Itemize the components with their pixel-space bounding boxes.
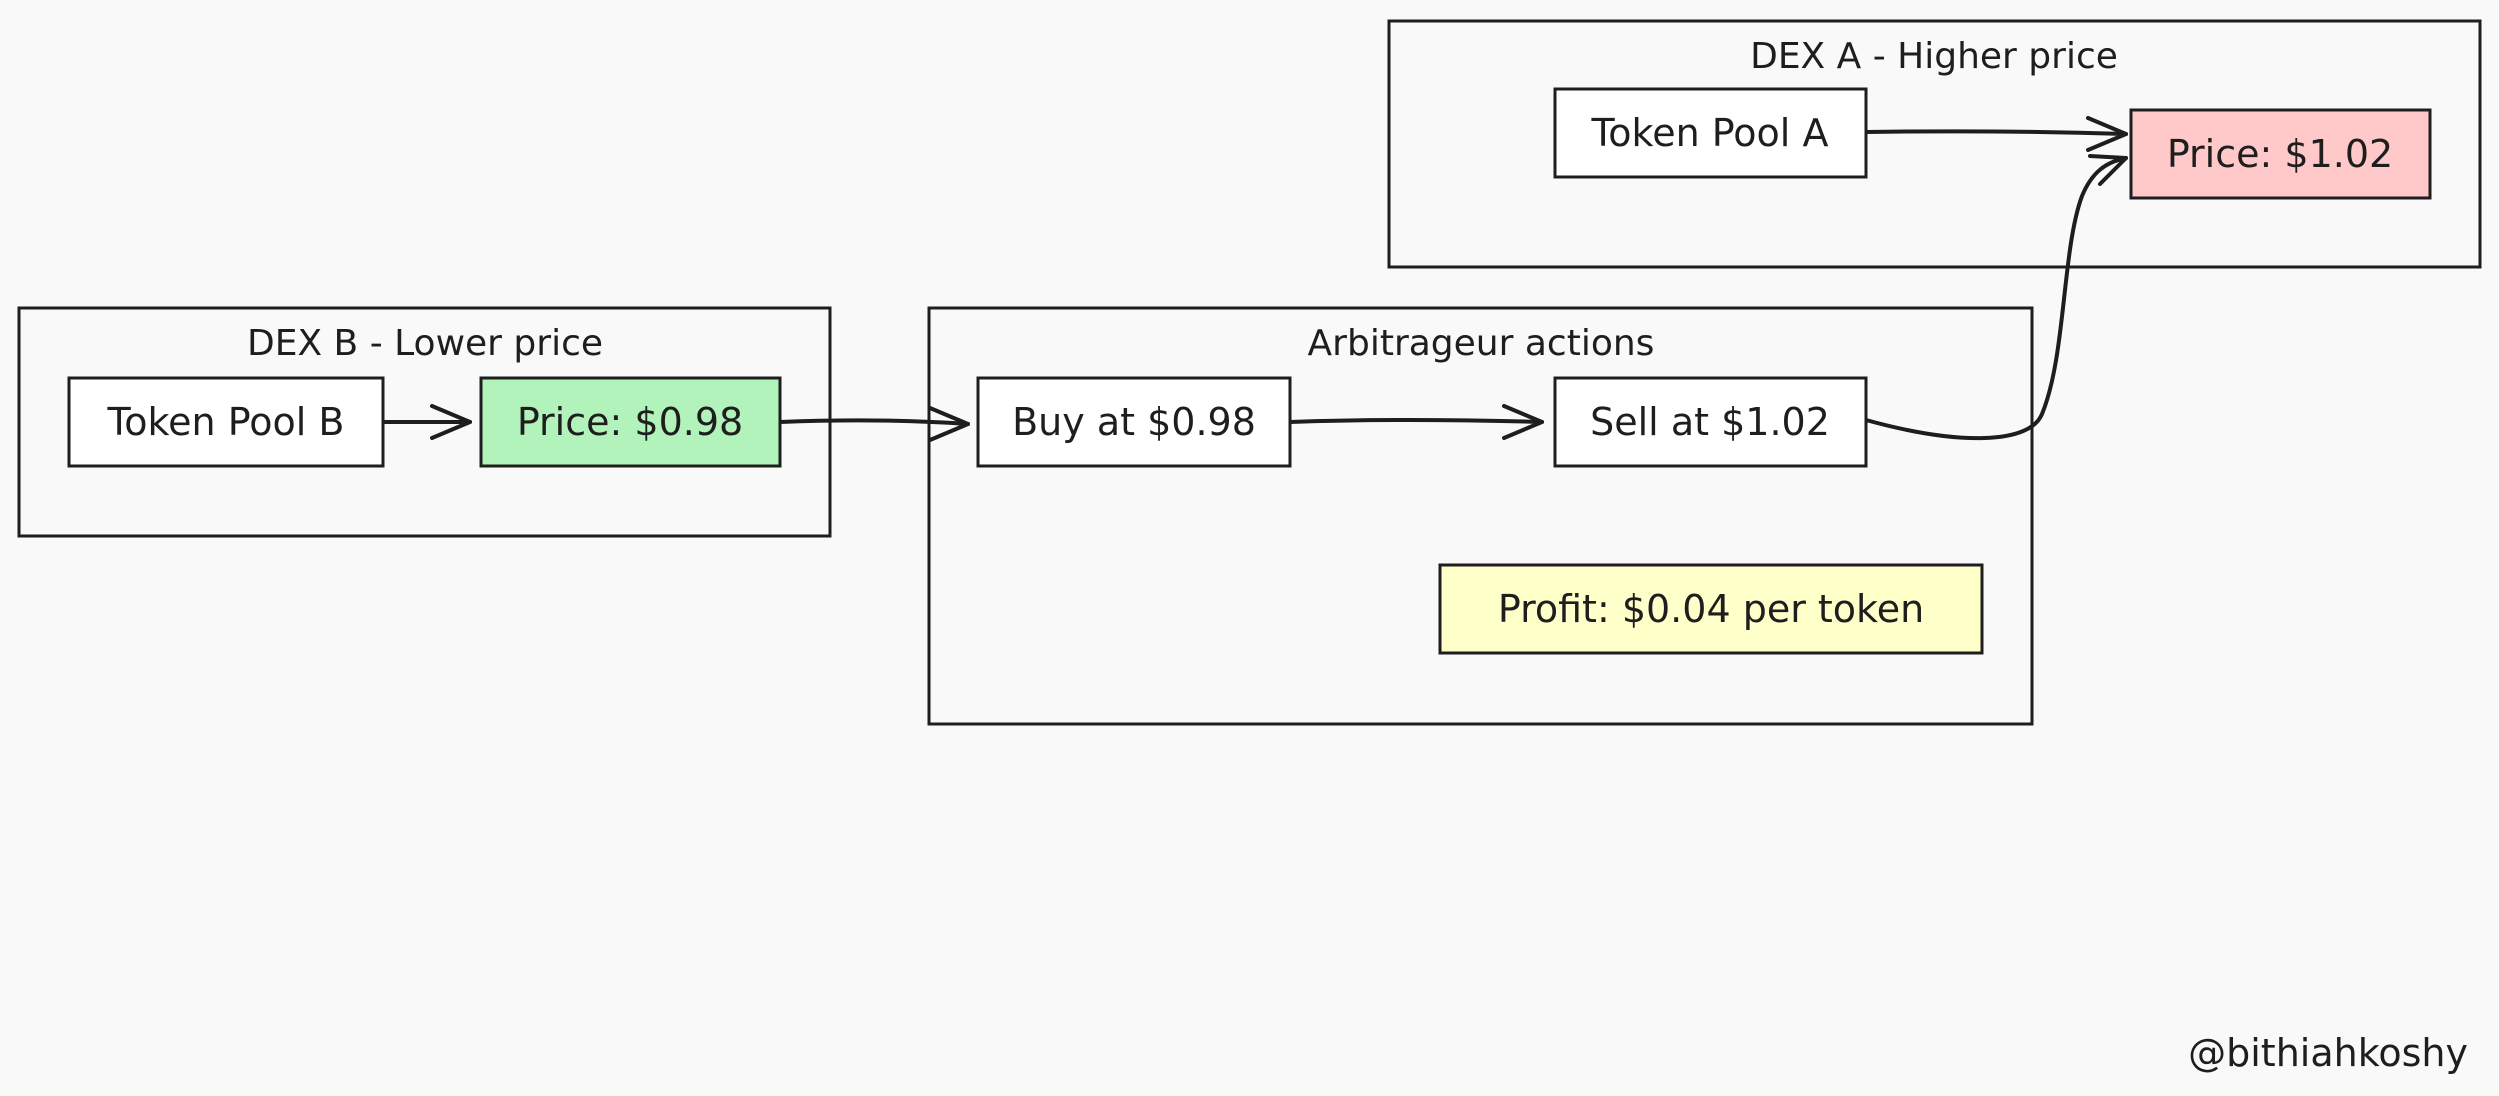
group-dex-b-title: DEX B - Lower price	[247, 323, 603, 364]
group-arbitrageur: Arbitrageur actions	[927, 306, 2034, 726]
node-token-pool-a-label: Token Pool A	[1591, 111, 1829, 155]
node-price-b-label: Price: $0.98	[517, 400, 743, 444]
node-token-pool-a: Token Pool A	[1553, 87, 1868, 179]
watermark: @bithiahkoshy	[2188, 1031, 2468, 1075]
node-profit: Profit: $0.04 per token	[1438, 563, 1984, 655]
node-sell: Sell at $1.02	[1553, 376, 1868, 468]
node-profit-box	[1438, 563, 1984, 655]
group-dex-a-frame	[1387, 19, 2482, 269]
node-token-pool-b-box	[67, 376, 385, 468]
node-token-pool-b-label: Token Pool B	[107, 400, 345, 444]
edge-buy-to-sell	[1288, 418, 1544, 424]
edge-sell-to-price-a	[1864, 156, 2128, 441]
group-dex-a: DEX A - Higher price	[1387, 19, 2482, 269]
edge-price-b-to-buy	[778, 418, 970, 426]
node-price-a: Price: $1.02	[2129, 108, 2432, 200]
arrowhead-price-a-2	[2088, 154, 2128, 186]
arrowhead-price-a-1	[2086, 116, 2128, 152]
arrowhead-price-b	[430, 404, 472, 440]
node-price-b-box	[479, 376, 782, 468]
edges	[381, 116, 2128, 442]
node-token-pool-a-box	[1553, 87, 1868, 179]
arrowhead-buy	[928, 406, 970, 442]
node-buy-box	[976, 376, 1292, 468]
group-dex-a-title: DEX A - Higher price	[1750, 36, 2118, 77]
node-price-a-box	[2129, 108, 2432, 200]
node-sell-box	[1553, 376, 1868, 468]
node-buy: Buy at $0.98	[976, 376, 1292, 468]
group-arbitrageur-title: Arbitrageur actions	[1308, 323, 1655, 364]
node-buy-label: Buy at $0.98	[1012, 400, 1256, 444]
group-arbitrageur-frame	[927, 306, 2034, 726]
arrowhead-sell	[1502, 404, 1544, 440]
node-profit-label: Profit: $0.04 per token	[1498, 587, 1924, 631]
node-price-a-label: Price: $1.02	[2167, 132, 2393, 176]
node-price-b: Price: $0.98	[479, 376, 782, 468]
node-sell-label: Sell at $1.02	[1590, 400, 1830, 444]
group-dex-b: DEX B - Lower price	[17, 306, 832, 538]
node-token-pool-b: Token Pool B	[67, 376, 385, 468]
edge-token-pool-a-to-price-a	[1864, 129, 2128, 136]
